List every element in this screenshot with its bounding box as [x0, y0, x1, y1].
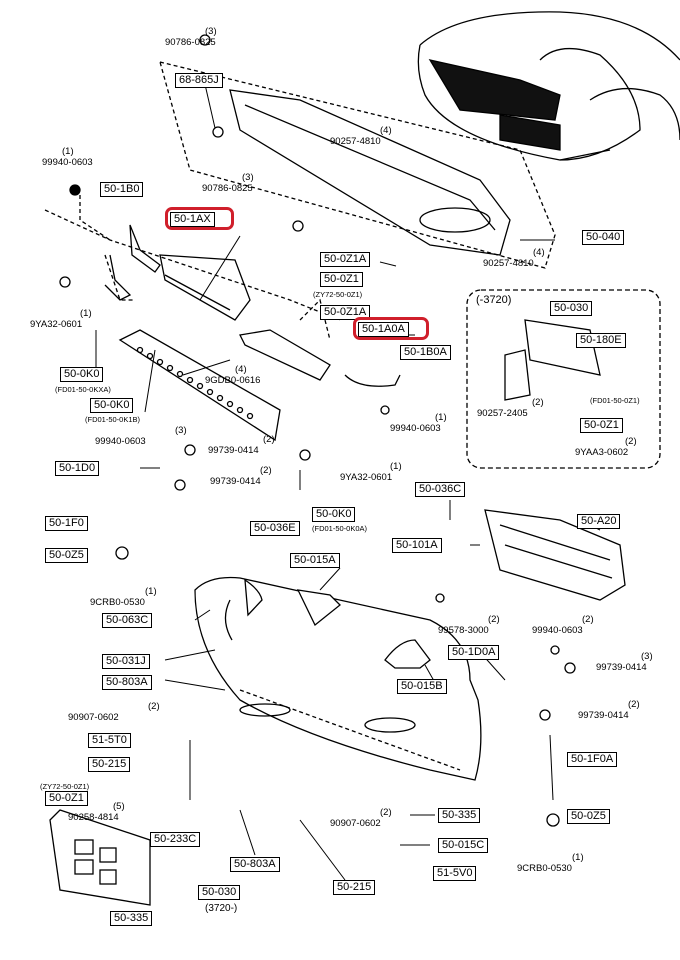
part-label-50-233C[interactable]: 50-233C: [150, 832, 201, 847]
label-90786-0825-top: (3)90786-0825: [165, 26, 217, 48]
part-label-50-030-bot[interactable]: 50-030: [198, 885, 241, 900]
label-50-0K0-2-note: (FD01-50-0K1B): [85, 415, 141, 424]
part-label-51-5T0[interactable]: 51-5T0: [88, 733, 131, 748]
part-label-50-101A[interactable]: 50-101A: [392, 538, 442, 553]
label-99940-0603-top: (1)99940-0603: [42, 146, 93, 168]
label-99739-0414-a: (2)99739-0414: [208, 434, 275, 456]
inset-label-90257-2405: (2)90257-2405: [477, 397, 544, 419]
center-bracket-50-A20: [484, 509, 626, 601]
absorber-50-1A0A: [239, 329, 331, 381]
part-label-50-803A-2[interactable]: 50-803A: [230, 857, 280, 872]
highlight-50-1A0A: [353, 317, 429, 340]
part-label-50-215-1[interactable]: 50-215: [88, 757, 131, 772]
part-label-68-865J[interactable]: 68-865J: [175, 73, 223, 88]
part-label-50-036C[interactable]: 50-036C: [415, 482, 466, 497]
label-99940-0603-br: (2)99940-0603: [532, 614, 594, 636]
part-label-50-215-2[interactable]: 50-215: [333, 880, 376, 895]
part-label-50-031J[interactable]: 50-031J: [102, 654, 150, 669]
part-label-50-0Z1-bot[interactable]: 50-0Z1: [45, 791, 88, 806]
car-front-illustration: [417, 11, 680, 161]
license-plate-bracket: [49, 809, 151, 906]
label-9GDB0-0616: (4)9GDB0-0616: [205, 364, 261, 386]
label-50-030-bot-note: (3720-): [205, 903, 238, 914]
part-label-50-1A0A[interactable]: 50-1A0A: [358, 322, 409, 337]
inset-part-label-50-180E[interactable]: 50-180E: [576, 333, 626, 348]
foam-strip-holes: [136, 346, 254, 420]
front-bumper-fascia: [194, 576, 482, 781]
part-label-50-015A[interactable]: 50-015A: [290, 553, 340, 568]
part-label-50-1AX[interactable]: 50-1AX: [170, 212, 215, 227]
part-label-50-1B0[interactable]: 50-1B0: [100, 182, 144, 197]
label-99739-0414-b: (2)99739-0414: [210, 465, 272, 487]
inset-plate-50-030: [524, 319, 601, 376]
label-9YA32-0601-left: (1)9YA32-0601: [30, 308, 92, 330]
inset-label-50-0Z1-note: (FD01-50-0Z1): [590, 396, 640, 405]
part-label-50-1B0A[interactable]: 50-1B0A: [400, 345, 451, 360]
label-9CRB0-0530-left: (1)9CRB0-0530: [90, 586, 157, 608]
inset-frame: [466, 289, 661, 469]
part-label-50-015B[interactable]: 50-015B: [397, 679, 447, 694]
part-label-50-0K0-1[interactable]: 50-0K0: [60, 367, 104, 382]
part-label-50-1D0A[interactable]: 50-1D0A: [448, 645, 500, 660]
label-9CRB0-0530-right: (1)9CRB0-0530: [517, 852, 584, 874]
part-label-50-803A-1[interactable]: 50-803A: [102, 675, 152, 690]
inset-label-9YAA3-0602: (2)9YAA3-0602: [575, 436, 637, 458]
inset-part-label-50-030[interactable]: 50-030: [550, 301, 593, 316]
label-90257-4810-top: (4)90257-4810: [330, 125, 392, 147]
label-50-0K0-1-note: (FD01-50-0KXA): [55, 385, 111, 394]
part-label-50-040[interactable]: 50-040: [582, 230, 625, 245]
label-90907-0602-left: (2)90907-0602: [68, 701, 160, 723]
label-90258-4814: (5)90258-4814: [68, 801, 125, 823]
highlight-50-1AX: [165, 207, 234, 230]
part-label-50-0Z5-left[interactable]: 50-0Z5: [45, 548, 88, 563]
part-label-50-1F0[interactable]: 50-1F0: [45, 516, 88, 531]
label-90786-0825-mid: (3)90786-0825: [202, 172, 254, 194]
part-label-50-0Z1A-2[interactable]: 50-0Z1A: [320, 305, 371, 320]
label-50-0Z1-bot-note: (ZY72-50-0Z1): [40, 782, 90, 791]
part-label-50-036E[interactable]: 50-036E: [250, 521, 300, 536]
label-50-0Z1-note: (ZY72-50-0Z1): [313, 290, 363, 299]
part-label-50-1F0A[interactable]: 50-1F0A: [567, 752, 618, 767]
label-9YA32-0601-mid: (1)9YA32-0601: [340, 461, 402, 483]
label-50-0K0-3-note: (FD01-50-0K0A): [312, 524, 368, 533]
part-label-50-015C[interactable]: 50-015C: [438, 838, 489, 853]
inset-title: (-3720): [476, 294, 512, 306]
part-label-50-0Z5-right[interactable]: 50-0Z5: [567, 809, 610, 824]
bumper-reinforcement: [229, 89, 511, 256]
label-99940-0603-mid: (3)99940-0603: [95, 425, 187, 447]
part-label-50-063C[interactable]: 50-063C: [102, 613, 153, 628]
label-99739-0414-c: (3)99739-0414: [596, 651, 653, 673]
part-label-50-0K0-3[interactable]: 50-0K0: [312, 507, 356, 522]
part-label-50-335-right[interactable]: 50-335: [438, 808, 481, 823]
part-label-50-0K0-2[interactable]: 50-0K0: [90, 398, 134, 413]
inset-part-label-50-0Z1[interactable]: 50-0Z1: [580, 418, 623, 433]
label-90257-4810-mid: (4)90257-4810: [483, 247, 545, 269]
reinforcement-frame: [159, 61, 556, 269]
absorber-50-1AX: [159, 254, 251, 321]
part-label-50-0Z1[interactable]: 50-0Z1: [320, 272, 363, 287]
label-90907-0602-bot: (2)90907-0602: [330, 807, 392, 829]
label-99578-3000: (2)99578-3000: [438, 614, 500, 636]
foam-strip: [118, 329, 281, 442]
part-label-50-0Z1A-1[interactable]: 50-0Z1A: [320, 252, 371, 267]
label-99739-0414-d: (2)99739-0414: [578, 699, 640, 721]
label-99940-0603-right: (1)99940-0603: [390, 412, 447, 434]
part-label-51-5V0[interactable]: 51-5V0: [433, 866, 477, 881]
part-label-50-1D0[interactable]: 50-1D0: [55, 461, 100, 476]
part-label-50-A20[interactable]: 50-A20: [577, 514, 621, 529]
part-label-50-335-left[interactable]: 50-335: [110, 911, 153, 926]
